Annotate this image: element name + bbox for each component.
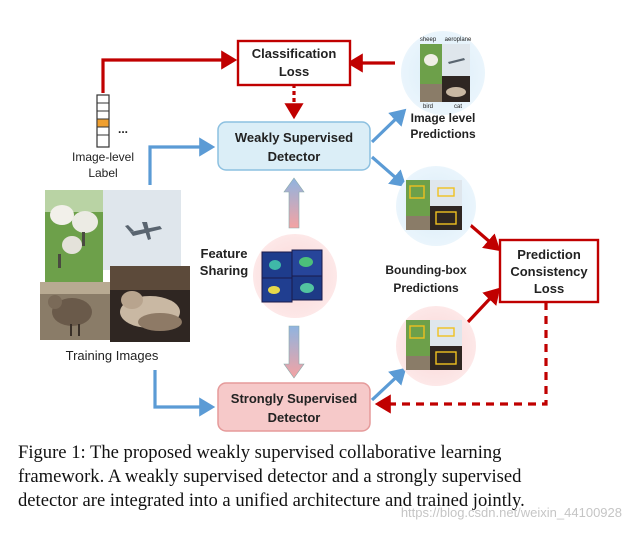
feature-sharing-label-2: Sharing [200,263,248,278]
bird-image [40,282,110,340]
aeroplane-image [103,190,181,270]
strong-detector-label-1: Strongly Supervised [231,391,357,406]
strong-to-bbox-predictions-arrow [370,367,407,402]
pred-tag-aeroplane: aeroplane [445,37,472,43]
strongly-supervised-detector-box: Strongly Supervised Detector [217,382,371,432]
pred-tag-cat: cat [454,104,462,110]
training-images-collage [40,190,190,342]
watermark: https://blog.csdn.net/weixin_44100928 [400,505,622,520]
image-level-label-vector: ... [96,94,128,148]
pred-tag-sheep: sheep [420,37,437,43]
weak-to-bbox-predictions-arrow [370,155,407,188]
images-to-strong-arrow [153,370,216,417]
cat-image [110,266,190,342]
prediction-consistency-loss-box: Prediction Consistency Loss [498,238,600,304]
consistency-to-strong-dashed-arrow [374,302,548,414]
consistency-label-2: Consistency [510,264,588,279]
image-level-label-2: Label [88,166,117,180]
framework-figure: Classification Loss Weakly Supervised De… [40,31,600,432]
caption-line-2: framework. A weakly supervised detector … [18,466,522,487]
weak-detector-label-1: Weakly Supervised [235,130,353,145]
figure-caption: Figure 1: The proposed weakly supervised… [18,441,623,513]
training-images-label: Training Images [66,348,159,363]
bbox-predictions-label-1: Bounding-box [385,263,467,277]
up-arrow [283,177,305,229]
images-to-weak-arrow [148,137,216,185]
bbox-predictions-strong-collage [406,320,462,370]
feature-maps-stack [261,249,323,303]
sheep-image [45,190,103,282]
bbox-lower-to-consistency-arrow [466,287,501,324]
classification-loss-label-2: Loss [279,64,309,79]
consistency-label-3: Loss [534,281,564,296]
classification-loss-box: Classification Loss [236,39,352,87]
pred-tag-bird: bird [423,104,433,110]
caption-line-1: Figure 1: The proposed weakly supervised… [18,442,502,463]
bbox-upper-to-consistency-arrow [466,221,501,252]
down-arrow [283,325,305,379]
consistency-label-1: Prediction [517,247,581,262]
caption-line-3: detector are integrated into a unified a… [18,490,525,511]
bbox-predictions-weak-collage [406,180,462,230]
image-level-label-1: Image-level [72,150,134,164]
weak-to-image-predictions-arrow [370,108,407,144]
classification-loss-label-1: Classification [252,46,337,61]
label-ellipsis: ... [118,122,128,136]
label-to-loss-arrow [101,50,238,93]
image-level-predictions-collage [420,44,470,102]
image-level-predictions-label-1: Image level [411,111,476,125]
weak-detector-label-2: Detector [268,149,321,164]
bbox-predictions-label-2: Predictions [393,281,459,295]
image-level-predictions-label-2: Predictions [410,127,476,141]
feature-sharing-label-1: Feature [201,246,248,261]
strong-detector-label-2: Detector [268,410,321,425]
weakly-supervised-detector-box: Weakly Supervised Detector [217,121,371,171]
